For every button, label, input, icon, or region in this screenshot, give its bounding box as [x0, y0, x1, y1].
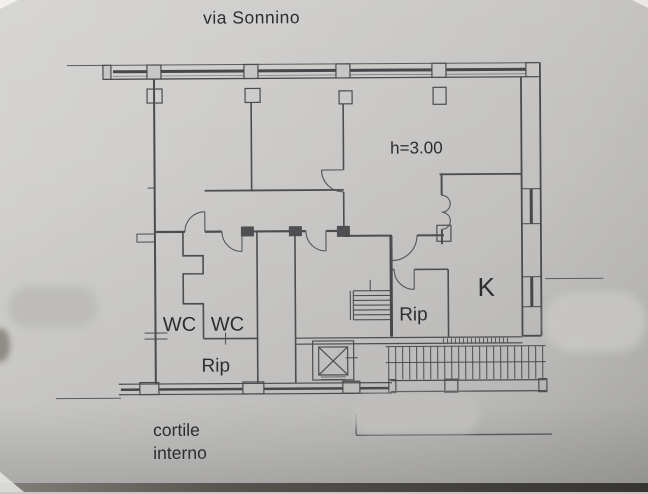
courtyard-label-line2: interno: [153, 443, 207, 463]
door-arcs: [184, 169, 451, 290]
photo-corner-top-left: [0, 0, 18, 9]
height-annotation: h=3.00: [390, 138, 443, 157]
facade-window-glazing: [112, 67, 526, 74]
room-label-kitchen: K: [477, 272, 495, 302]
french-door-threshold: [443, 337, 509, 344]
balcony-hatch: [385, 345, 548, 394]
interior-columns: [146, 86, 447, 105]
photo-edge-smudge: [0, 328, 10, 362]
outer-walls: [118, 62, 543, 396]
interior-partitions: [136, 102, 522, 384]
room-label-rip-left: Rip: [201, 356, 230, 377]
room-label-wc-left: WC: [163, 314, 196, 336]
privacy-blur-bottom: [352, 395, 480, 433]
photo-bottom-edge: [0, 483, 648, 492]
door-apartment-entrance-right: [391, 235, 418, 262]
room-label-wc-right: WC: [211, 313, 244, 335]
photo-corner-bottom-left: [0, 472, 24, 492]
room-label-rip-right: Rip: [399, 304, 428, 325]
door-apartment-entrance-left: [305, 230, 327, 252]
south-wall-windows: [118, 380, 392, 396]
door-living-room: [320, 169, 344, 193]
top-facade-wall: [102, 62, 541, 105]
photo-corner-top-right: [632, 0, 648, 8]
south-band-wall: [295, 336, 523, 345]
privacy-blur-left: [8, 286, 98, 328]
door-corridor-west: [184, 211, 206, 232]
east-windows: [521, 188, 542, 308]
door-wc: [221, 231, 243, 253]
privacy-blur-right: [545, 292, 646, 352]
elevator-symbol: [311, 340, 358, 381]
double-door-kitchen: [441, 194, 451, 230]
courtyard-label-line1: cortile: [153, 420, 200, 440]
stairs-symbol: [349, 279, 392, 321]
street-label: via Sonnino: [203, 7, 300, 28]
balcony-parapet: [388, 378, 548, 394]
bathroom-plumbing-wall: [182, 231, 205, 339]
door-storage-right: [393, 269, 415, 290]
